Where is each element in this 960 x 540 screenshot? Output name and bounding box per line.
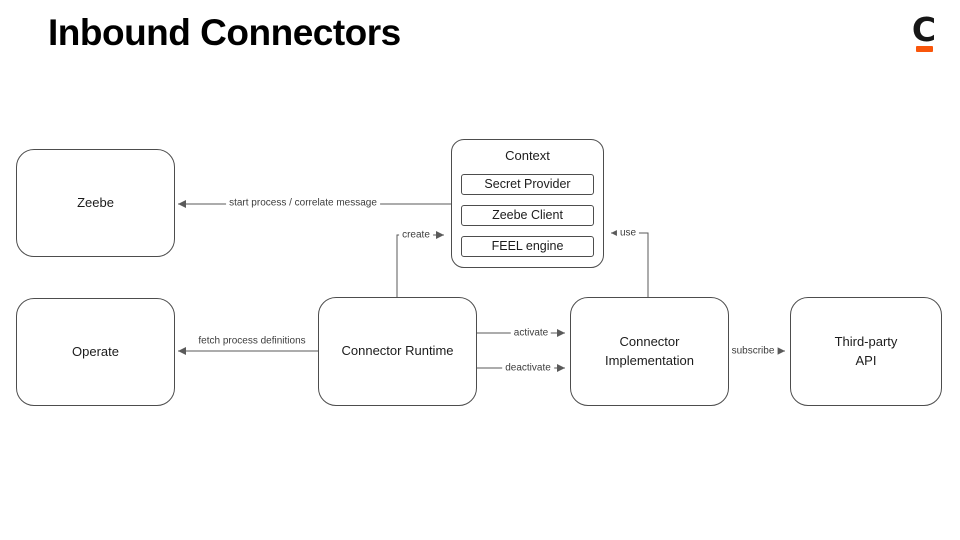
context-item-feel-engine: FEEL engine [461,235,594,257]
edge-create [396,231,444,297]
connector-runtime-box: Connector Runtime [318,297,477,406]
operate-label: Operate [72,343,119,359]
third-party-api-box: Third-party API [790,297,942,406]
third-party-api-label: Third-party API [834,333,898,368]
operate-box: Operate [16,298,175,406]
zeebe-box: Zeebe [16,149,175,257]
edge-label-subscribe: subscribe [728,345,778,357]
edge-label-use: use [616,227,640,239]
context-box: Context Secret Provider Zeebe Client FEE… [451,139,604,268]
connector-implementation-label: Connector Implementation [605,333,694,368]
logo-accent-bar [915,46,933,53]
edge-label-activate: activate [510,327,552,339]
edge-label-create: create [399,229,433,241]
context-item-label: Secret Provider [484,177,571,192]
edge-use [611,229,649,297]
connector-runtime-label: Connector Runtime [341,343,454,359]
connector-implementation-box: Connector Implementation [570,297,729,406]
context-item-zeebe-client: Zeebe Client [461,204,594,226]
camunda-logo: C [909,10,939,53]
context-title: Context [505,148,550,163]
edge-label-fetch: fetch process definitions [195,335,309,347]
edge-label-deactivate: deactivate [502,362,554,374]
context-item-secret-provider: Secret Provider [461,173,594,195]
logo-letter: C [911,10,937,49]
context-item-label: Zeebe Client [492,208,563,223]
edge-label-start-process: start process / correlate message [226,197,380,209]
zeebe-label: Zeebe [77,194,114,210]
page-title: Inbound Connectors [48,12,401,53]
context-item-label: FEEL engine [491,239,564,254]
